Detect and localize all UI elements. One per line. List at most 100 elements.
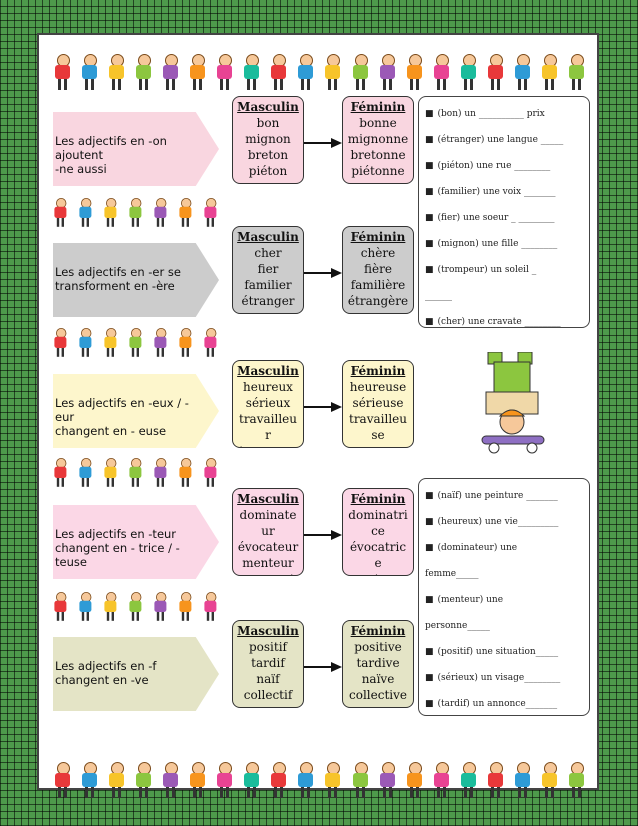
- word: chère: [360, 246, 396, 260]
- kid-figure: [214, 54, 234, 90]
- kid-figure: [177, 328, 193, 357]
- kid-figure: [102, 458, 118, 487]
- kid-figure: [152, 592, 168, 621]
- kids-border-top: [52, 50, 586, 90]
- kid-figure: [187, 54, 207, 90]
- word: trompeur: [233, 443, 303, 447]
- exercise-item: (naïf) une peinture _______: [425, 483, 583, 509]
- arrow-icon: [304, 268, 342, 278]
- kid-figure: [202, 328, 218, 357]
- word: ce: [371, 524, 385, 538]
- kid-figure: [106, 762, 126, 798]
- rule-label-line: Les adjectifs en -on: [55, 134, 167, 148]
- word: menteur: [242, 556, 294, 570]
- kid-figure: [52, 458, 68, 487]
- feminine-box: Féminindominatriceévocatricementeuse: [342, 488, 414, 576]
- kid-figure: [52, 54, 72, 90]
- kid-figure: [79, 762, 99, 798]
- word: heureux: [243, 380, 293, 394]
- kid-figure: [160, 54, 180, 90]
- masculine-box: Masculindominateurévocateurmenteurprovoc…: [232, 488, 304, 576]
- masculine-box: Masculinheureuxsérieuxtravailleurtrompeu…: [232, 360, 304, 448]
- kids-border-bottom: [52, 758, 586, 798]
- word: naïf: [256, 672, 280, 686]
- word: piétonne: [351, 164, 405, 178]
- kid-figure: [404, 762, 424, 798]
- rule-label-line: Les adjectifs en -teur: [55, 527, 177, 541]
- rule-label-line: Les adjectifs en -eux / -: [55, 396, 189, 410]
- kid-figure: [127, 458, 143, 487]
- kid-figure: [152, 198, 168, 227]
- exercise-item: personne_____: [425, 621, 490, 631]
- column-header: Féminin: [350, 492, 406, 506]
- word: se: [371, 428, 385, 442]
- word: naïve: [361, 672, 395, 686]
- kid-figure: [52, 762, 72, 798]
- word: breton: [247, 148, 289, 162]
- rule-label-line: Les adjectifs en -f: [55, 659, 157, 673]
- word: évocateur: [237, 540, 299, 554]
- exercise-item: (piéton) une rue ________: [425, 153, 583, 179]
- kid-figure: [77, 458, 93, 487]
- word: trompeuse: [343, 443, 413, 447]
- rule-label-line: ajoutent: [55, 148, 103, 162]
- rule-label-line: -ne aussi: [55, 162, 107, 176]
- kid-figure: [102, 328, 118, 357]
- kid-figure: [512, 762, 532, 798]
- exercise-item: (fier) une soeur _ ________: [425, 205, 583, 231]
- exercise-box-2: (naïf) une peinture _______(heureux) une…: [418, 478, 590, 716]
- kid-figure: [295, 54, 315, 90]
- word: sérieuse: [352, 396, 404, 410]
- exercise-item: (mignon) une fille ________: [425, 231, 583, 257]
- rule-label-line: teuse: [55, 555, 87, 569]
- word: piéton: [248, 164, 288, 178]
- kid-figure: [350, 54, 370, 90]
- arrow-icon: [304, 138, 342, 148]
- word: tardif: [251, 656, 285, 670]
- exercise-item: (cher) une cravate ________: [425, 309, 583, 327]
- kid-figure: [152, 328, 168, 357]
- word: menteuse: [343, 571, 413, 575]
- kid-figure: [566, 54, 586, 90]
- word: positive: [354, 640, 402, 654]
- kid-figure: [566, 762, 586, 798]
- kid-figure: [539, 54, 559, 90]
- word: mignonne: [347, 132, 409, 146]
- kid-figure: [177, 592, 193, 621]
- rule-label-line: changent en - euse: [55, 424, 167, 438]
- rule-label-line: Les adjectifs en -er se: [55, 265, 181, 279]
- feminine-box: Fémininheureusesérieusetravailleusetromp…: [342, 360, 414, 448]
- word: fière: [364, 262, 392, 276]
- kid-figure: [322, 762, 342, 798]
- word: fier: [257, 262, 279, 276]
- kid-figure: [127, 198, 143, 227]
- word: tardive: [356, 656, 400, 670]
- kid-figure: [268, 54, 288, 90]
- kid-figure: [377, 762, 397, 798]
- word: provocat: [233, 571, 303, 575]
- kids-small-2: [52, 328, 222, 358]
- arrow-icon: [304, 530, 342, 540]
- kid-figure: [106, 54, 126, 90]
- exercise-item: (bon) un __________ prix: [425, 101, 583, 127]
- kid-figure: [133, 54, 153, 90]
- rule-label-line: eur: [55, 410, 75, 424]
- word: étranger: [241, 294, 295, 308]
- exercise-item: (menteur) une: [425, 587, 583, 613]
- kid-figure: [295, 762, 315, 798]
- kid-figure: [202, 198, 218, 227]
- kid-figure: [187, 762, 207, 798]
- exercise-item: (positif) une situation_____: [425, 639, 583, 665]
- exercise-item: (tardif) un annonce_______: [425, 691, 583, 715]
- word: travailleu: [349, 412, 407, 426]
- kid-figure: [431, 762, 451, 798]
- column-header: Masculin: [237, 100, 299, 114]
